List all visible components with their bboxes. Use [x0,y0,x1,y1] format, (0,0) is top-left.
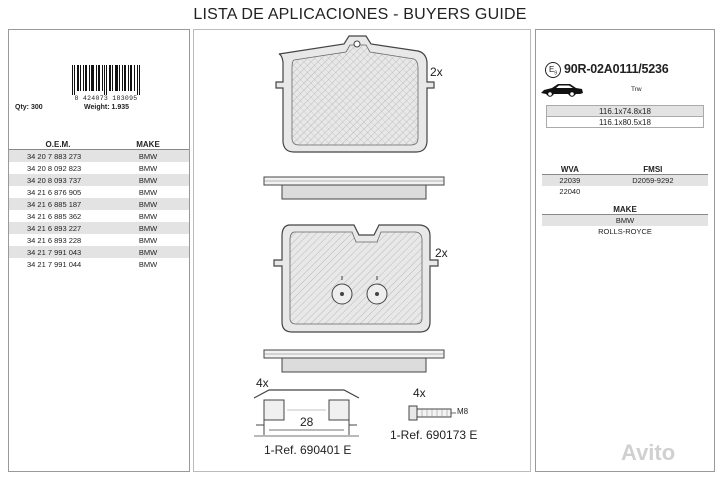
wva-cell: 22039 [542,174,598,186]
ref-clip: 1-Ref. 690401 E [264,443,352,457]
center-panel: 2x 2x 4x 4x 28 M8 1-Ref. 690401 E 1-Ref.… [193,29,531,472]
oem-cell: 34 20 8 092 823 [27,163,82,173]
top-pad-icon [275,35,435,153]
wva-header: WVA [542,164,598,175]
table-row: 116.1x74.8x18 [546,105,704,117]
make-header: MAKE [107,139,189,150]
watermark: Avito [621,440,676,465]
make-header: MAKE [542,204,708,215]
ece-symbol: E [548,65,555,74]
bottom-pad-icon [273,224,439,333]
make-cell: BMW [107,174,189,186]
dimension-cell: 116.1x74.8x18 [546,105,704,117]
weight-label: Weight: 1.935 [84,104,129,111]
make-cell: BMW [138,187,158,197]
page-title: LISTA DE APLICACIONES - BUYERS GUIDE [193,6,527,23]
clip-spring-icon [253,389,360,437]
make-cell: BMW [542,214,708,226]
approval-code: 90R-02A0111/5236 [564,62,669,76]
table-row: 22040 [542,186,708,197]
qty-clip: 4x [256,376,269,390]
left-panel: 8 424073 183095 Qty: 300 Weight: 1.935 O… [8,29,190,472]
fmsi-cell [598,186,708,197]
oem-cell: 34 21 7 991 044 [27,259,82,269]
table-row: 34 21 6 885 362 BMW [9,210,189,222]
barcode-icon [72,65,140,95]
clip-dimension: 28 [300,415,314,429]
ece-mark-icon: E9 [545,62,561,78]
make-cell: BMW [107,246,189,258]
top-pad-side-icon [263,176,445,200]
table-row: 34 21 6 876 905 BMW [9,186,189,198]
table-row: ROLLS-ROYCE [542,226,708,237]
oem-cell: 34 21 6 885 362 [27,211,82,221]
ref-bolt: 1-Ref. 690173 E [390,428,478,442]
make-cell: BMW [138,235,158,245]
bottom-pad-side-icon [263,349,445,373]
table-row: BMW [542,214,708,226]
wva-cell: 22040 [559,187,581,196]
fmsi-cell: D2059-9292 [597,174,708,186]
make-cell: BMW [138,211,158,221]
make-cell: BMW [138,259,158,269]
oem-cell: 34 21 6 885 187 [9,198,107,210]
bolt-icon [408,405,456,421]
table-row: 116.1x80.5x18 [546,116,704,128]
oem-cell: 34 20 7 883 273 [9,149,107,162]
oem-cell: 34 21 6 893 228 [27,235,82,245]
table-row: 34 20 8 092 823 BMW [9,162,189,174]
qty-top-pad: 2x [430,65,443,79]
make-cell: ROLLS-ROYCE [598,227,652,236]
ece-number: 9 [554,70,558,77]
oem-cell: 34 21 6 876 905 [27,187,82,197]
oem-cell: 34 21 6 893 227 [9,222,107,234]
qty-label: Qty: 300 [15,104,43,111]
car-icon [541,84,583,97]
oem-cell: 34 21 7 991 043 [9,246,107,258]
make-cell: BMW [107,198,189,210]
table-row: 34 21 6 893 228 BMW [9,234,189,246]
dimensions-table: 116.1x74.8x18 116.1x80.5x18 [546,105,704,128]
right-panel: E9 90R-02A0111/5236 Trw 116.1x74.8x18 11… [535,29,715,472]
oem-header: O.E.M. [9,139,107,150]
brand-label: Trw [631,86,642,93]
table-row: 34 21 7 991 044 BMW [9,258,189,270]
barcode-number: 8 424073 183095 [74,95,138,102]
bolt-thread: M8 [457,407,469,416]
make-table: MAKE BMW ROLLS-ROYCE [542,204,708,237]
make-cell: BMW [138,163,158,173]
brake-pad-drawing [253,35,456,437]
oem-cell: 34 20 8 093 737 [9,174,107,186]
make-cell: BMW [107,149,189,162]
dimension-cell: 116.1x80.5x18 [546,116,704,128]
qty-bolt: 4x [413,386,426,400]
fmsi-header: FMSI [597,164,708,175]
qty-bottom-pad: 2x [435,246,448,260]
make-cell: BMW [107,222,189,234]
